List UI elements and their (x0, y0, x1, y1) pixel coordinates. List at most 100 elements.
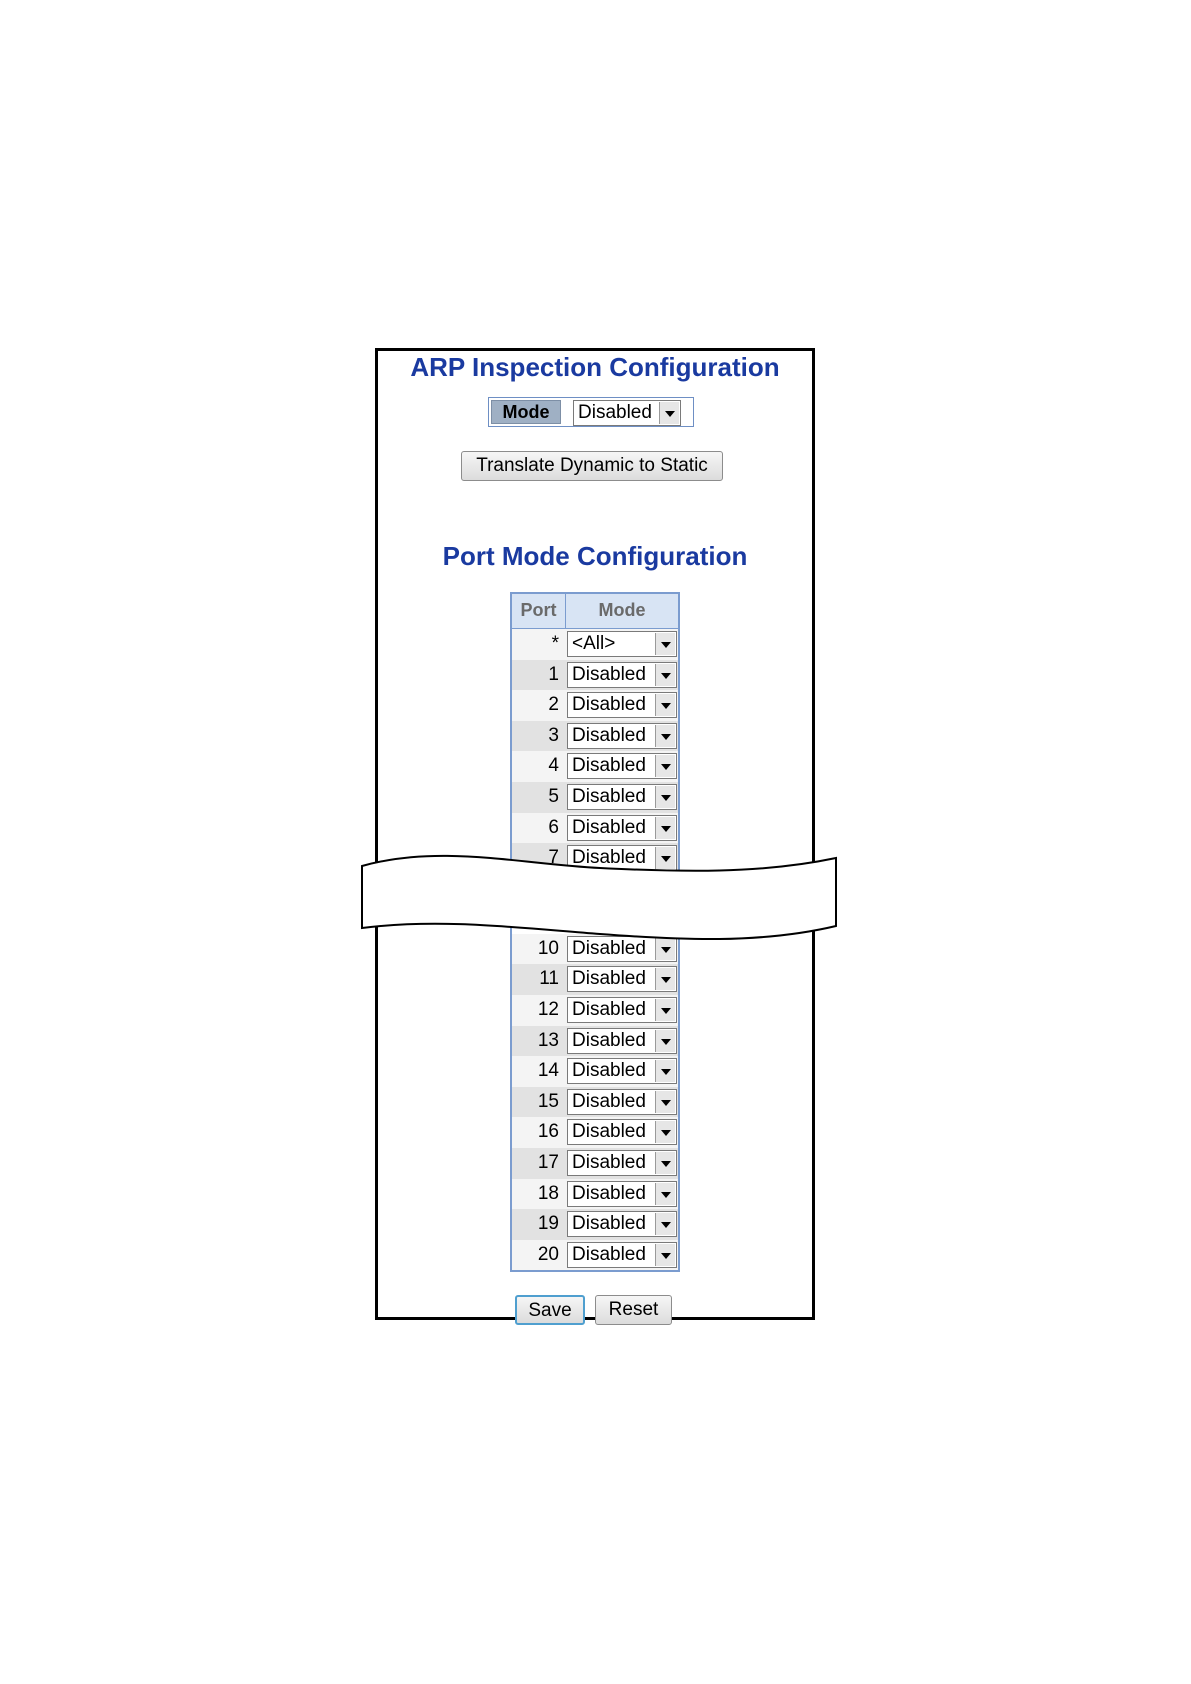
mode-column-header: Mode (598, 600, 646, 620)
port-mode-select[interactable]: Disabled (567, 1027, 677, 1054)
break-marker (361, 854, 837, 941)
chevron-down-icon[interactable] (655, 755, 675, 778)
port-number: 12 (537, 998, 559, 1020)
port-mode-select[interactable]: Disabled (567, 1088, 677, 1115)
port-mode-value: Disabled (572, 847, 646, 869)
chevron-down-icon[interactable] (655, 785, 675, 808)
chevron-down-icon[interactable] (655, 816, 675, 839)
port-mode-value: Disabled (572, 968, 646, 990)
port-mode-select[interactable]: Disabled (567, 1058, 677, 1085)
translate-dynamic-to-static-button[interactable]: Translate Dynamic to Static (461, 451, 723, 481)
port-mode-section-title: Port Mode Configuration (442, 541, 748, 571)
port-mode-value: Disabled (572, 1151, 646, 1173)
port-mode-select[interactable]: Disabled (567, 783, 677, 810)
port-mode-select[interactable]: Disabled (567, 1241, 677, 1268)
chevron-down-icon[interactable] (655, 1090, 675, 1113)
chevron-down-icon[interactable] (655, 633, 675, 655)
port-number: 10 (537, 937, 559, 959)
port-mode-select[interactable]: Disabled (567, 692, 677, 719)
chevron-down-icon[interactable] (655, 1060, 675, 1083)
chevron-down-icon[interactable] (655, 694, 675, 717)
global-mode-select[interactable]: Disabled (573, 400, 681, 426)
port-number: 15 (537, 1090, 559, 1112)
port-mode-value: Disabled (572, 816, 646, 838)
table-row: 12 Disabled (512, 994, 678, 1026)
chevron-down-icon[interactable] (655, 1182, 675, 1205)
table-row: 11 Disabled (512, 964, 678, 995)
port-mode-value: Disabled (572, 1090, 646, 1112)
port-mode-value: Disabled (572, 1060, 646, 1082)
port-mode-select[interactable]: Disabled (567, 996, 677, 1023)
chevron-down-icon[interactable] (655, 968, 675, 991)
port-number: * (551, 633, 559, 654)
table-row: 17 Disabled (512, 1147, 678, 1179)
table-row: 15 Disabled (512, 1086, 678, 1118)
reset-button[interactable]: Reset (595, 1295, 672, 1325)
port-mode-value: Disabled (572, 998, 646, 1020)
chevron-down-icon[interactable] (655, 937, 675, 960)
port-mode-select[interactable]: Disabled (567, 814, 677, 841)
port-mode-value: Disabled (572, 1121, 646, 1143)
port-mode-value: Disabled (572, 694, 646, 716)
chevron-down-icon[interactable] (655, 1243, 675, 1266)
chevron-down-icon[interactable] (655, 663, 675, 686)
chevron-down-icon[interactable] (655, 1029, 675, 1052)
save-button[interactable]: Save (515, 1295, 585, 1325)
table-row: * <All> (512, 629, 678, 660)
port-mode-value: Disabled (572, 755, 646, 777)
port-number: 18 (537, 1182, 559, 1204)
port-mode-value: Disabled (572, 1182, 646, 1204)
port-column-header: Port (512, 594, 566, 628)
port-mode-select[interactable]: Disabled (567, 1149, 677, 1176)
port-mode-value: Disabled (572, 1243, 646, 1265)
port-mode-value: <All> (572, 633, 616, 654)
table-row: 20 Disabled (512, 1239, 678, 1271)
table-row: 18 Disabled (512, 1178, 678, 1210)
chevron-down-icon[interactable] (655, 1151, 675, 1174)
port-mode-select[interactable]: Disabled (567, 845, 677, 872)
chevron-down-icon[interactable] (655, 998, 675, 1021)
chevron-down-icon[interactable] (659, 402, 679, 424)
port-number: 14 (537, 1060, 559, 1082)
chevron-down-icon[interactable] (655, 724, 675, 747)
port-number: 17 (537, 1151, 559, 1173)
table-row: 1 Disabled (512, 659, 678, 691)
port-mode-select[interactable]: <All> (567, 631, 677, 657)
global-mode-row: Mode Disabled (488, 397, 694, 427)
port-number: 7 (548, 847, 559, 869)
port-number: 16 (537, 1121, 559, 1143)
chevron-down-icon[interactable] (655, 1121, 675, 1144)
chevron-down-icon[interactable] (655, 1213, 675, 1236)
port-number: 13 (537, 1029, 559, 1051)
global-mode-value: Disabled (578, 402, 652, 423)
port-mode-select[interactable]: Disabled (567, 722, 677, 749)
port-number: 11 (539, 968, 559, 990)
port-mode-value: Disabled (572, 937, 646, 959)
page-title: ARP Inspection Configuration (410, 352, 780, 382)
chevron-down-icon[interactable] (655, 847, 675, 870)
port-mode-select[interactable]: Disabled (567, 1180, 677, 1207)
port-mode-value: Disabled (572, 1029, 646, 1051)
table-row: 13 Disabled (512, 1025, 678, 1057)
port-number: 5 (548, 785, 559, 807)
config-panel: ARP Inspection Configuration Mode Disabl… (375, 348, 815, 1325)
port-mode-select[interactable]: Disabled (567, 661, 677, 688)
mode-label: Mode (491, 400, 561, 424)
port-mode-select[interactable]: Disabled (567, 1119, 677, 1146)
table-row: 5 Disabled (512, 781, 678, 813)
port-mode-value: Disabled (572, 724, 646, 746)
port-mode-value: Disabled (572, 663, 646, 685)
port-mode-select[interactable]: Disabled (567, 966, 677, 993)
port-mode-select[interactable]: Disabled (567, 1211, 677, 1238)
port-mode-select[interactable]: Disabled (567, 753, 677, 780)
port-number: 19 (537, 1213, 559, 1235)
port-number: 1 (548, 663, 559, 685)
port-number: 20 (537, 1243, 559, 1265)
